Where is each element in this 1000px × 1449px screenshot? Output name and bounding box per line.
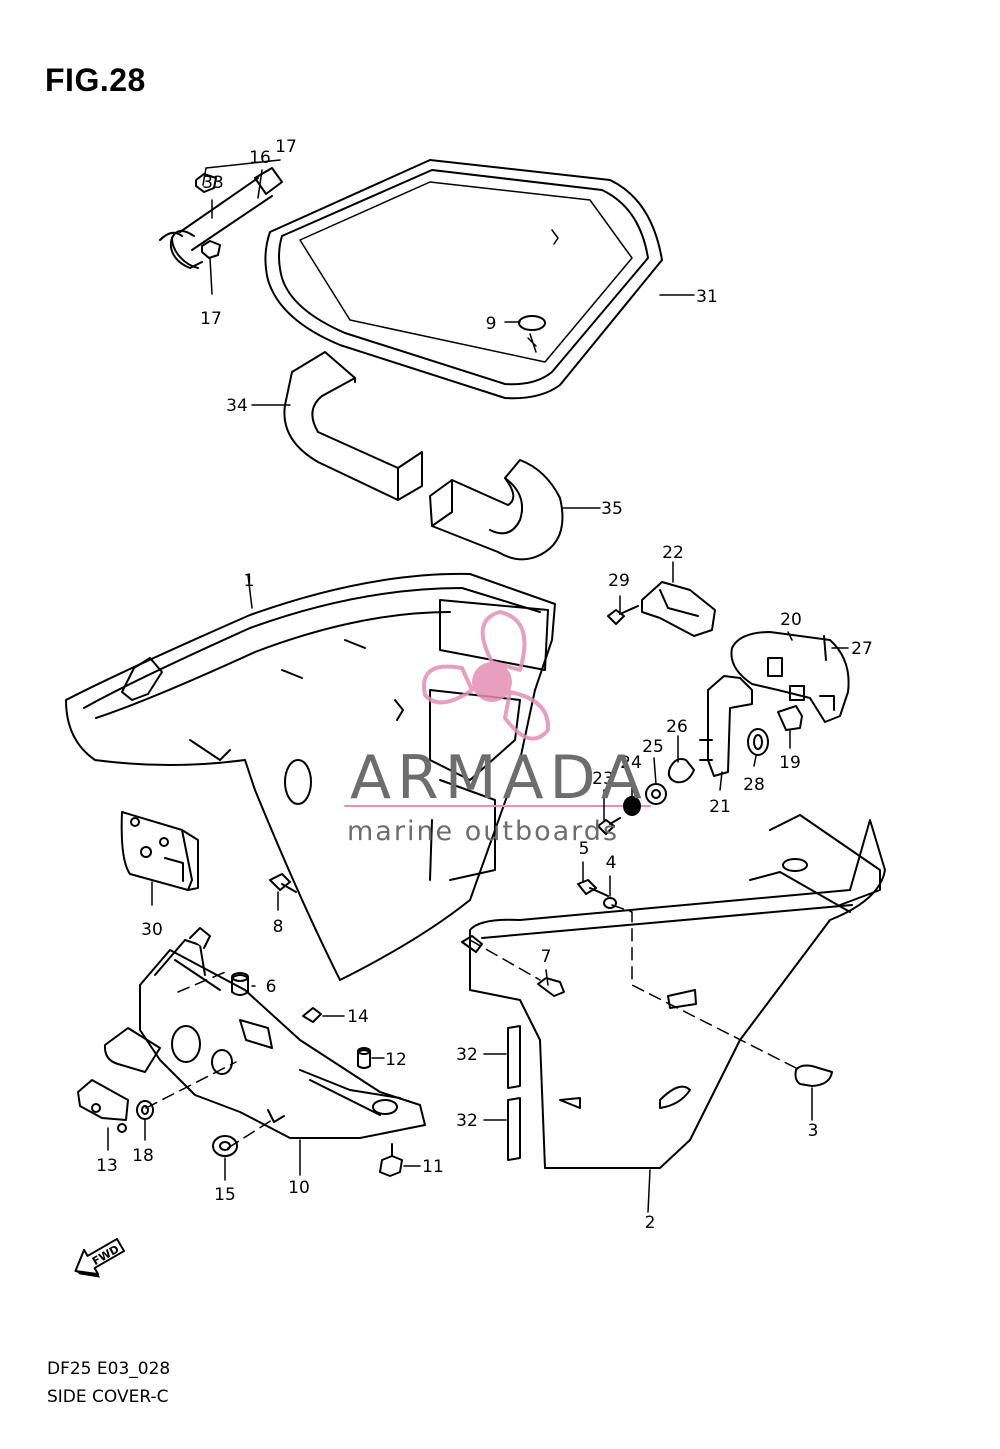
callout-28: 28: [743, 775, 765, 795]
callout-13: 13: [96, 1156, 118, 1176]
collar-part-28: [747, 728, 769, 756]
callout-14: 14: [347, 1007, 369, 1027]
collar-part-12: [357, 1047, 371, 1069]
assembly-guide-lines: [145, 904, 801, 1149]
watermark-tagline: marine outboards: [347, 816, 619, 847]
callout-22: 22: [662, 543, 684, 563]
callout-17-top: 17: [275, 137, 297, 157]
plunger-part-19: [777, 705, 803, 731]
callout-17-bottom: 17: [200, 309, 222, 329]
watermark-brand: ARMADA: [350, 743, 648, 813]
clamp-part-17-top: [195, 173, 217, 193]
callout-1: 1: [244, 571, 255, 591]
callout-35: 35: [601, 499, 623, 519]
callout-30: 30: [141, 920, 163, 940]
callout-9: 9: [486, 314, 497, 334]
foam-part-35: [429, 459, 564, 561]
bracket-part-21: [699, 675, 753, 777]
latch-part-22: [641, 581, 716, 637]
handle-part-20: [730, 631, 850, 723]
callout-6: 6: [266, 977, 277, 997]
figure-title: FIG.28: [45, 62, 146, 98]
callout-18: 18: [132, 1146, 154, 1166]
hose-part-33: [159, 177, 273, 269]
callout-8: 8: [273, 917, 284, 937]
callout-33: 33: [202, 173, 224, 193]
sleeve-part-6: [231, 972, 249, 996]
screw-part-23: [597, 817, 621, 835]
bolt-part-11: [379, 1143, 403, 1177]
side-cover-part-1: [65, 572, 556, 981]
callout-26: 26: [666, 717, 688, 737]
callout-10: 10: [288, 1178, 310, 1198]
foam-part-34: [283, 351, 423, 501]
diagram-name: SIDE COVER-C: [47, 1387, 169, 1407]
callout-4: 4: [606, 853, 617, 873]
latch-part-13: [77, 1079, 129, 1133]
callout-19: 19: [779, 753, 801, 773]
armada-logo-icon: [422, 610, 551, 741]
screw-part-14: [302, 1007, 322, 1023]
callout-7: 7: [541, 947, 552, 967]
strip-part-32-lower: [507, 1097, 521, 1161]
forward-direction-arrow-icon: FWD: [74, 1237, 126, 1278]
callout-27: 27: [851, 639, 873, 659]
callout-16: 16: [249, 148, 271, 168]
callout-23: 23: [592, 769, 614, 789]
grommet-part-9: [518, 315, 546, 353]
clamp-part-17-bottom: [201, 240, 221, 259]
callout-labels: 1 2 3 4 5 6 7 8 9 10 11 12 13 14 15 16 1…: [96, 137, 873, 1233]
bolt-part-8: [269, 873, 297, 893]
callout-34: 34: [226, 396, 248, 416]
grommet-part-18: [136, 1100, 154, 1120]
callout-15: 15: [214, 1185, 236, 1205]
washer-part-4: [603, 897, 617, 909]
callout-32-upper: 32: [456, 1045, 478, 1065]
strip-part-32-upper: [507, 1025, 521, 1089]
callout-20: 20: [780, 610, 802, 630]
callout-25: 25: [642, 737, 664, 757]
leader-lines: [107, 159, 849, 1213]
grommet-part-15: [212, 1135, 238, 1157]
screw-part-5: [577, 879, 609, 897]
callout-3: 3: [808, 1121, 819, 1141]
screw-part-29: [607, 605, 639, 625]
pin-part-27: [823, 635, 827, 661]
diagram-code: DF25 E03_028: [47, 1359, 171, 1379]
side-cover-part-2: [461, 814, 886, 1169]
callout-2: 2: [645, 1213, 656, 1233]
callout-21: 21: [709, 797, 731, 817]
callout-12: 12: [385, 1050, 407, 1070]
lower-bracket-part-10: [103, 927, 426, 1139]
callout-29: 29: [608, 571, 630, 591]
bracket-part-30: [120, 811, 199, 891]
clip-part-26: [667, 758, 695, 784]
callout-11: 11: [422, 1157, 444, 1177]
seal-part-31: [264, 159, 663, 400]
screw-part-7: [537, 977, 565, 997]
washer-part-25: [645, 783, 667, 805]
hose-part-16: [254, 167, 283, 195]
callout-31: 31: [696, 287, 718, 307]
callout-5: 5: [579, 839, 590, 859]
grommet-part-3: [794, 1064, 833, 1087]
callout-32-lower: 32: [456, 1111, 478, 1131]
callout-24: 24: [620, 753, 642, 773]
